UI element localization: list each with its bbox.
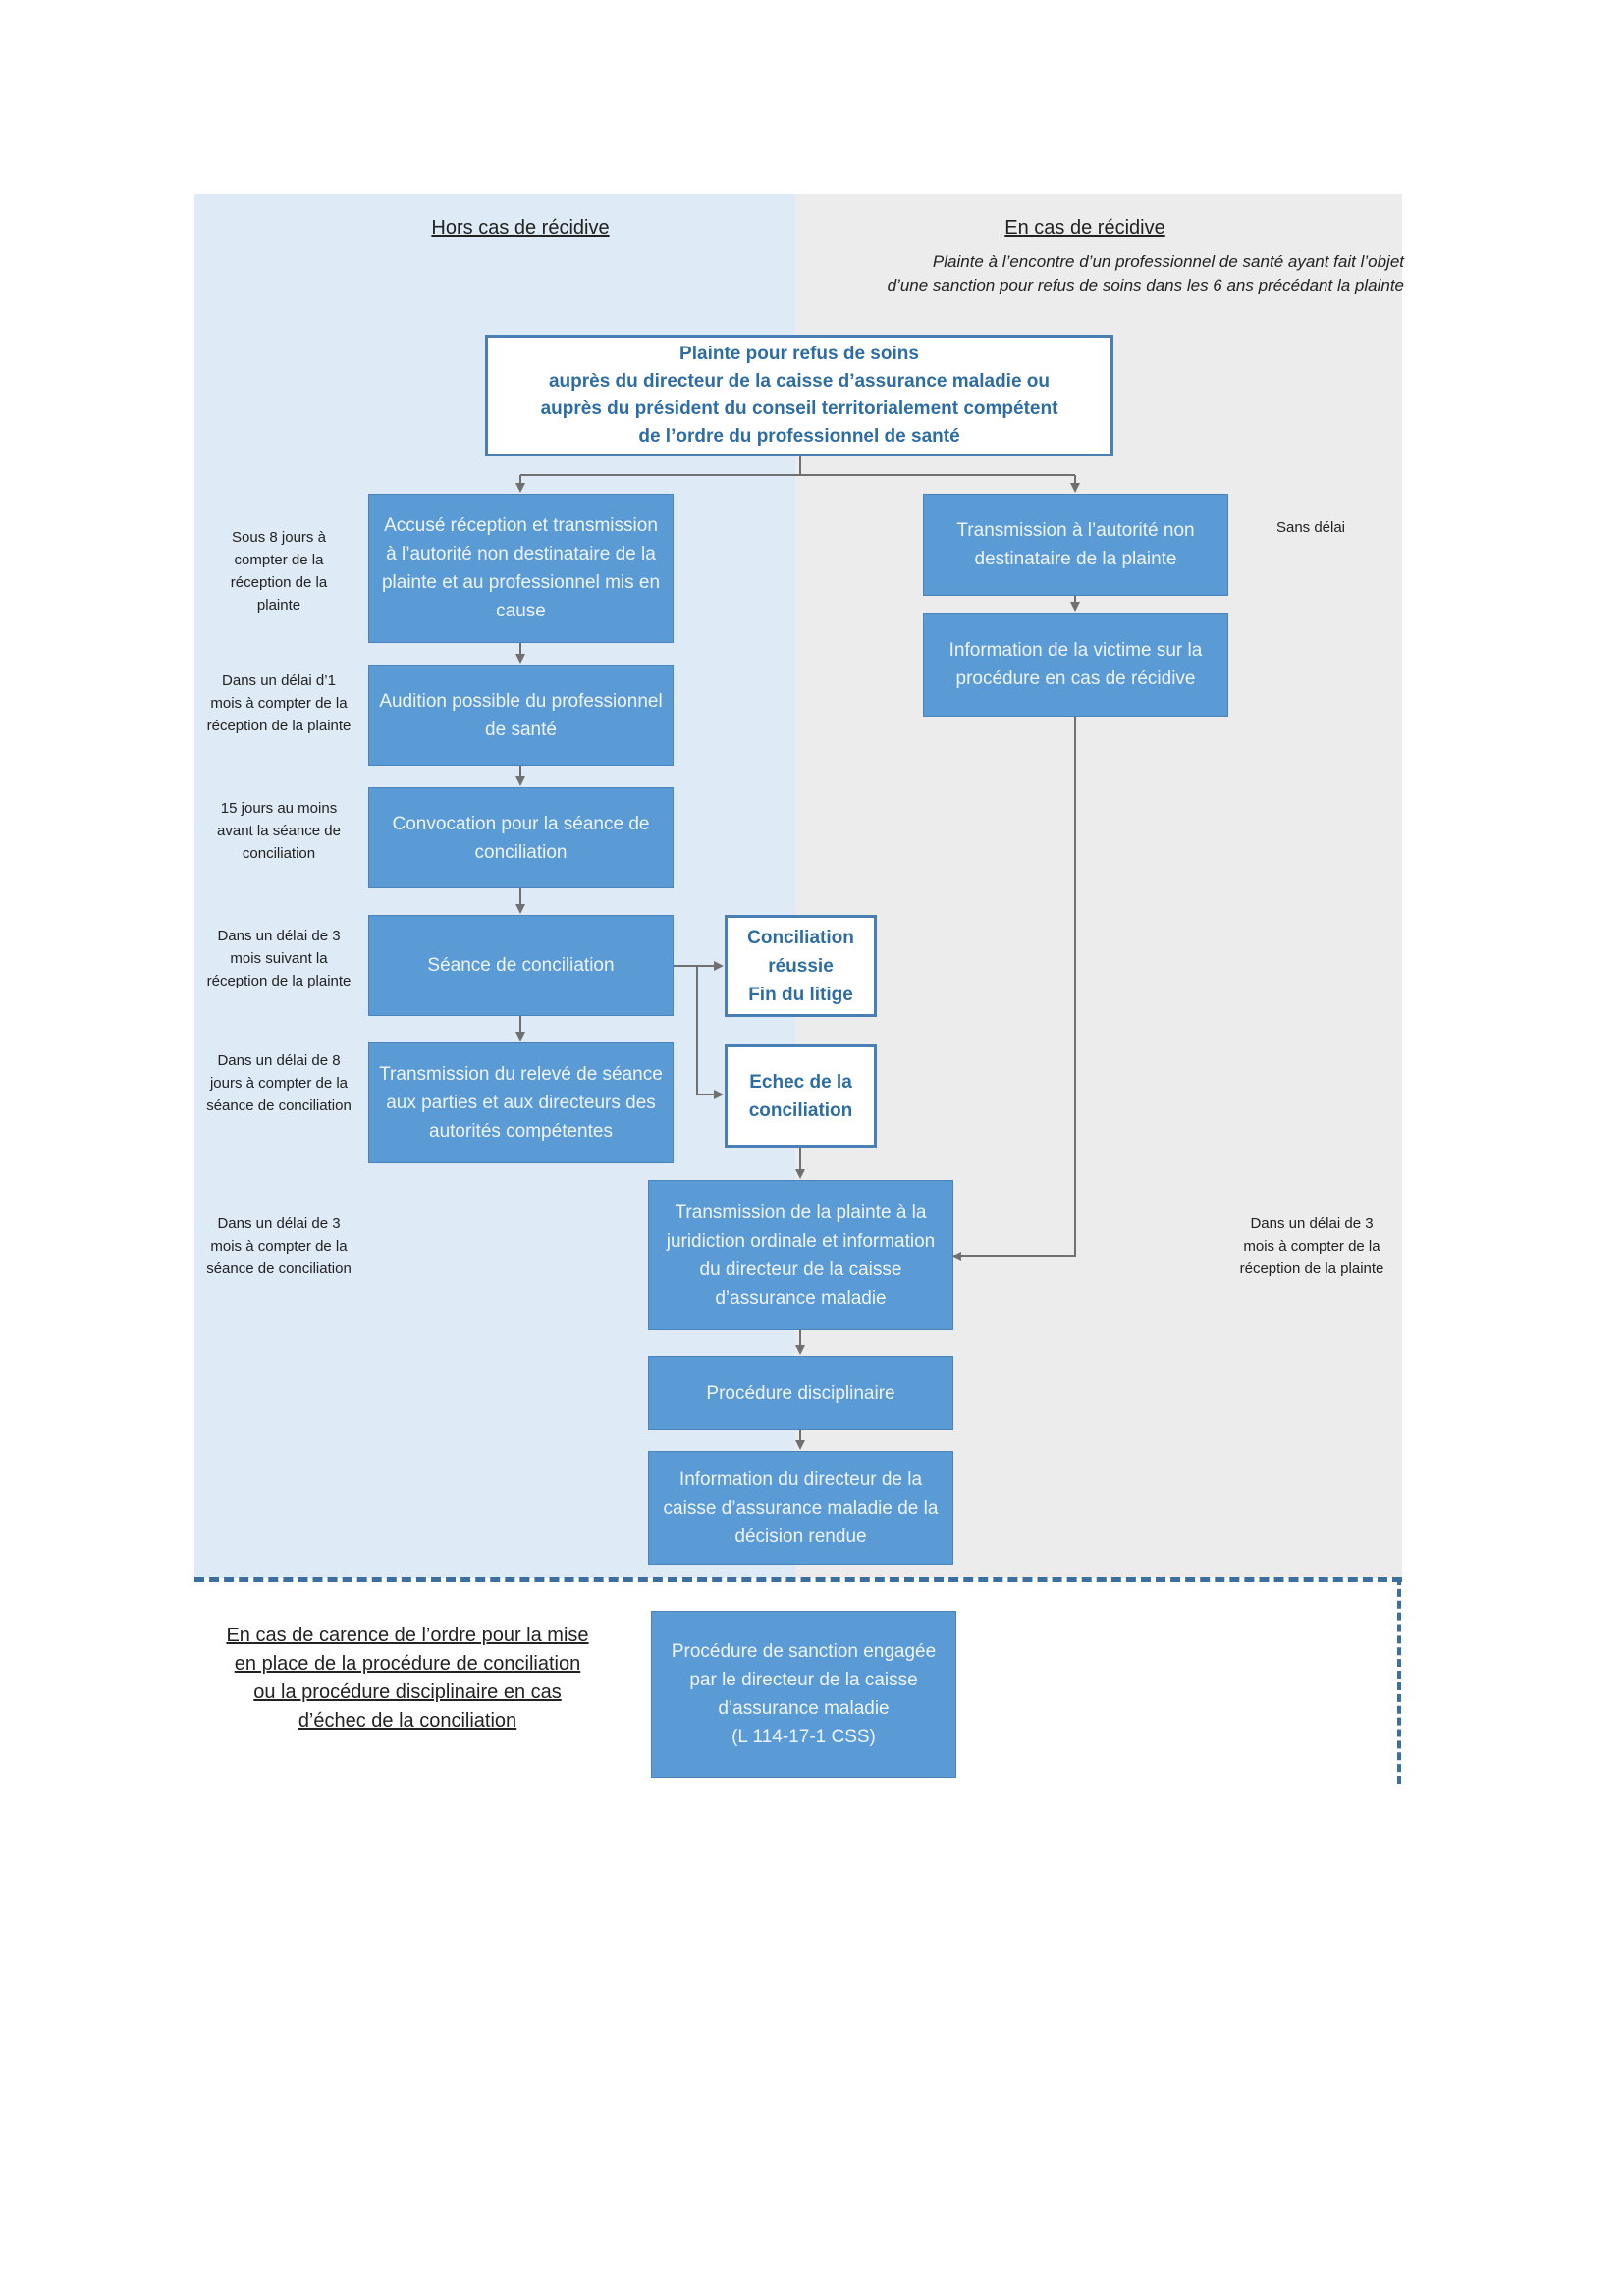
information-directeur-box: Information du directeur de la caisse d’… bbox=[648, 1451, 953, 1565]
sanction-text: Procédure de sanction engagée par le dir… bbox=[671, 1641, 937, 1719]
convocation-box: Convocation pour la séance de conciliati… bbox=[368, 787, 674, 888]
right-subtitle-line1: Plainte à l’encontre d’un professionnel … bbox=[932, 252, 1404, 271]
connector-victime-transmission bbox=[951, 717, 1076, 1261]
sanction-reference: (L 114-17-1 CSS) bbox=[731, 1727, 876, 1747]
reussie-line2: réussie bbox=[768, 955, 834, 977]
right-column-title: En cas de récidive bbox=[1004, 217, 1165, 239]
conciliation-reussie-box: Conciliation réussie Fin du litige bbox=[725, 915, 877, 1017]
note-sous-8-jours: Sous 8 jours à compter de la réception d… bbox=[230, 529, 328, 614]
left-column-title: Hors cas de récidive bbox=[431, 217, 610, 239]
transmission-plainte-box: Transmission de la plainte à la juridict… bbox=[648, 1180, 953, 1330]
carence-line2: en place de la procédure de conciliation bbox=[234, 1653, 581, 1675]
accuse-reception-box: Accusé réception et transmission à l’aut… bbox=[368, 494, 674, 643]
carence-line1: En cas de carence de l’ordre pour la mis… bbox=[226, 1625, 589, 1646]
complaint-line2: auprès du directeur de la caisse d’assur… bbox=[548, 371, 1051, 392]
note-delai-1-mois: Dans un délai d’1 mois à compter de la r… bbox=[206, 672, 352, 734]
transmission-autorite-box: Transmission à l’autorité non destinatai… bbox=[923, 494, 1228, 596]
right-subtitle-line2: d’une sanction pour refus de soins dans … bbox=[887, 276, 1404, 294]
audition-box: Audition possible du professionnel de sa… bbox=[368, 665, 674, 766]
information-victime-box: Information de la victime sur la procédu… bbox=[923, 613, 1228, 717]
complaint-line1: Plainte pour refus de soins bbox=[679, 344, 919, 364]
connector-seance-echec bbox=[696, 966, 724, 1099]
note-sans-delai: Sans délai bbox=[1275, 519, 1346, 536]
procedure-sanction-box: Procédure de sanction engagée par le dir… bbox=[651, 1611, 956, 1778]
reussie-line3: Fin du litige bbox=[748, 984, 853, 1005]
right-column-subtitle: Plainte à l’encontre d’un professionnel … bbox=[766, 250, 1404, 297]
transmission-releve-box: Transmission du relevé de séance aux par… bbox=[368, 1042, 674, 1163]
note-delai-3-mois-suivant: Dans un délai de 3 mois suivant la récep… bbox=[206, 928, 352, 989]
complaint-box: Plainte pour refus de soins auprès du di… bbox=[485, 335, 1113, 456]
dashed-separator-vertical bbox=[1397, 1577, 1401, 1784]
reussie-line1: Conciliation bbox=[747, 927, 854, 948]
note-delai-3-mois-seance: Dans un délai de 3 mois à compter de la … bbox=[206, 1215, 352, 1277]
note-15-jours: 15 jours au moins avant la séance de con… bbox=[217, 800, 341, 862]
carence-line3: ou la procédure disciplinaire en cas bbox=[253, 1682, 562, 1703]
echec-conciliation-box: Echec de la conciliation bbox=[725, 1044, 877, 1148]
dashed-separator bbox=[194, 1577, 1402, 1582]
seance-conciliation-box: Séance de conciliation bbox=[368, 915, 674, 1016]
carence-line4: d’échec de la conciliation bbox=[298, 1710, 517, 1732]
complaint-line3: auprès du président du conseil territori… bbox=[540, 399, 1058, 419]
note-delai-8-jours: Dans un délai de 8 jours à compter de la… bbox=[206, 1052, 352, 1114]
carence-text: En cas de carence de l’ordre pour la mis… bbox=[201, 1622, 614, 1735]
procedure-disciplinaire-box: Procédure disciplinaire bbox=[648, 1356, 953, 1430]
complaint-line4: de l’ordre du professionnel de santé bbox=[638, 426, 960, 447]
note-delai-3-mois-reception: Dans un délai de 3 mois à compter de la … bbox=[1239, 1215, 1384, 1277]
